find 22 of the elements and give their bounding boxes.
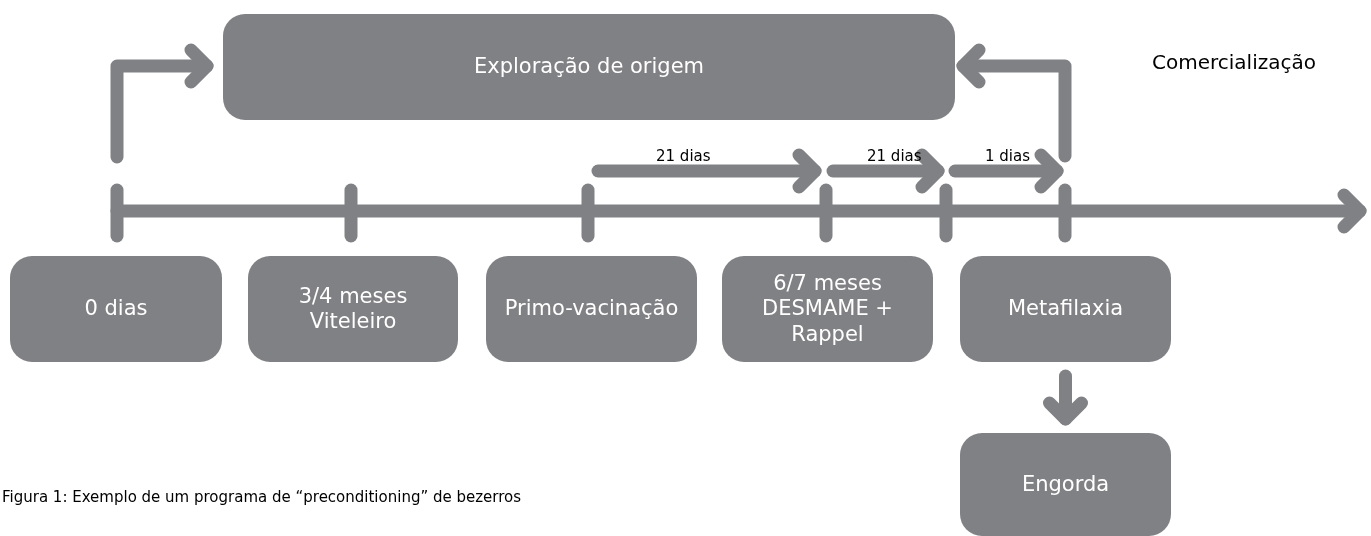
- duration-label: 1 dias: [985, 147, 1030, 165]
- arrow: [110, 43, 214, 164]
- box-label: Primo-vacinação: [504, 296, 679, 322]
- process-box: [722, 256, 933, 362]
- duration-label: 21 dias: [656, 147, 711, 165]
- process-box: [223, 14, 955, 120]
- process-box: [486, 256, 697, 362]
- process-box: [248, 256, 458, 362]
- duration-label: 21 dias: [867, 147, 922, 165]
- box-label: Metafilaxia: [1007, 296, 1124, 322]
- figure-caption: Figura 1: Exemplo de um programa de “preconditioning” de bezerros: [2, 488, 522, 506]
- arrow: [1043, 369, 1088, 426]
- box-label: 0 dias: [84, 296, 148, 322]
- box-label: 6/7 meses DESMAME + Rappel: [761, 271, 894, 347]
- box-label: Exploração de origem: [473, 54, 705, 80]
- arrow: [956, 43, 1072, 163]
- process-box: [960, 433, 1171, 536]
- section-heading: Comercialização: [1152, 50, 1316, 74]
- box-label: Engorda: [1021, 471, 1110, 498]
- box-label: 3/4 meses Viteleiro: [297, 283, 409, 335]
- process-box: [10, 256, 222, 362]
- process-box: [960, 256, 1171, 362]
